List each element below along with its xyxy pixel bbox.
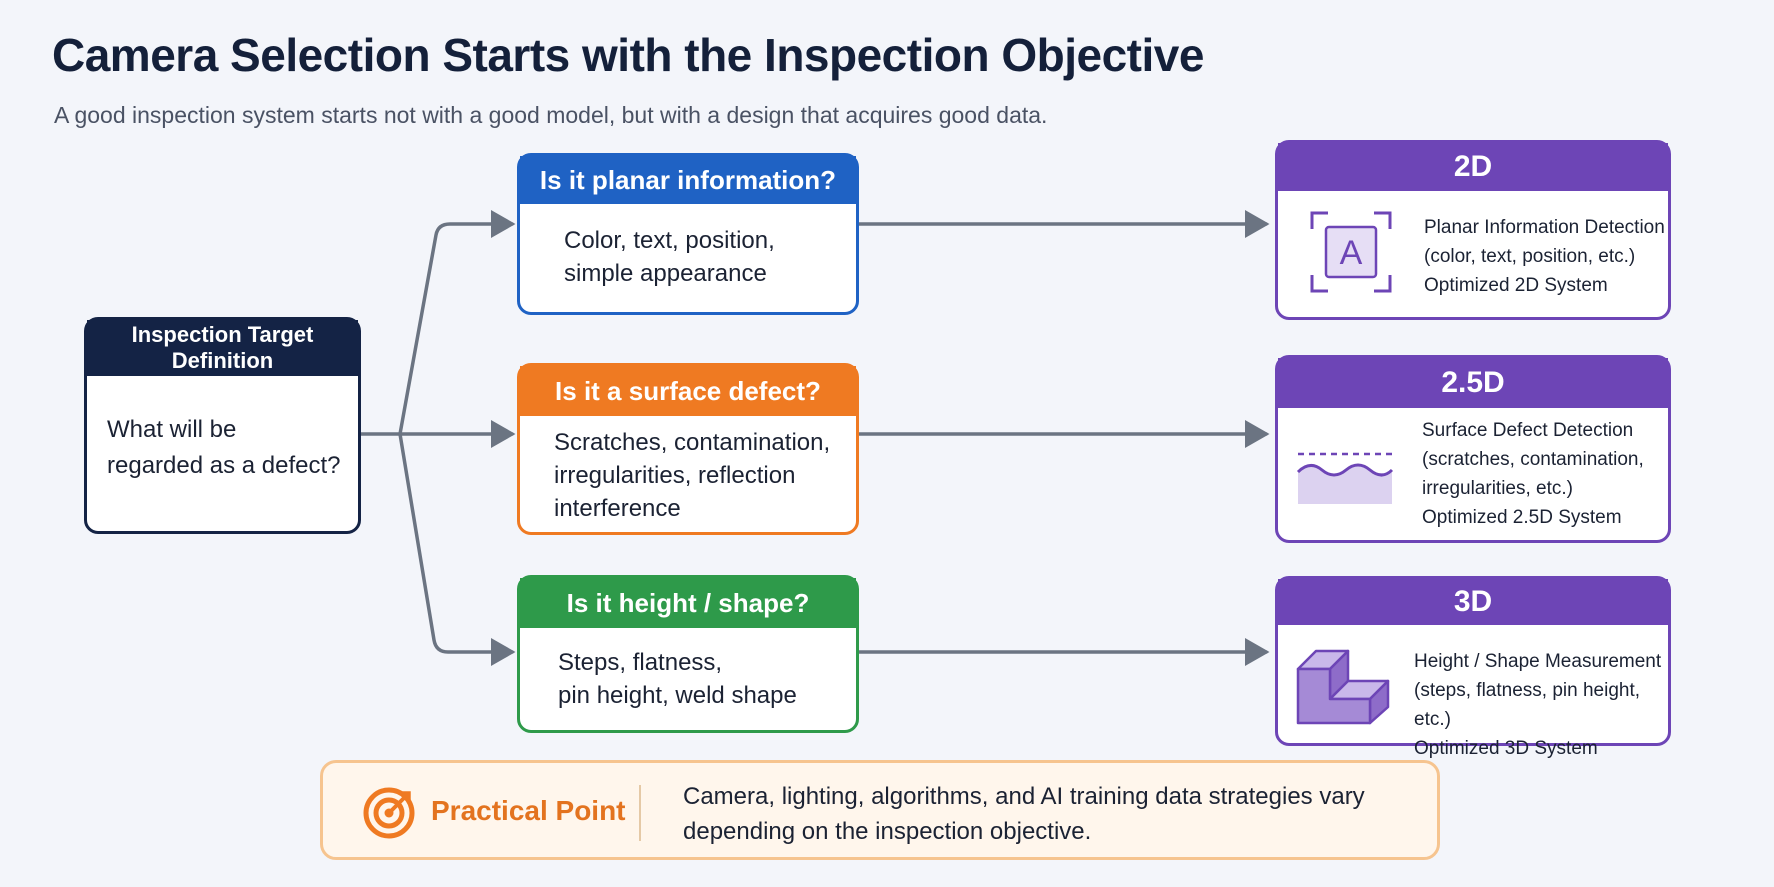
result-25d-line: Optimized 2.5D System [1422,507,1622,528]
practical-point-line-1: Camera, lighting, algorithms, and AI tra… [683,783,1365,810]
question-planar-line: Color, text, position, [564,227,775,254]
question-height-line: Steps, flatness, [558,649,723,676]
practical-point-divider [639,785,641,841]
question-surface-box: Is it a surface defect? Scratches, conta… [517,363,859,535]
result-25d-line: irregularities, etc.) [1422,478,1573,499]
result-3d-title: 3D [1278,579,1668,625]
result-3d-description: Height / Shape Measurement (steps, flatn… [1414,647,1668,763]
result-3d-line: Height / Shape Measurement [1414,651,1662,672]
result-2d-box: 2D A Planar Information Detection (color… [1275,140,1671,320]
question-planar-box: Is it planar information? Color, text, p… [517,153,859,315]
question-height-line: pin height, weld shape [558,682,797,709]
result-25d-description: Surface Defect Detection (scratches, con… [1422,416,1644,532]
inspection-target-title: Inspection Target Definition [87,320,358,376]
question-surface-body: Scratches, contamination, irregularities… [520,416,856,525]
connector-to-height [398,432,516,666]
question-planar-line: simple appearance [564,260,767,287]
target-icon [363,787,415,839]
question-surface-line: irregularities, reflection [554,462,796,489]
connector-to-planar [398,210,516,436]
page-subtitle: A good inspection system starts not with… [54,102,1048,128]
result-25d-box: 2.5D Surface Defect Detection (scratches… [1275,355,1671,543]
result-25d-line: Surface Defect Detection [1422,420,1634,441]
inspection-target-question: What will be regarded as a defect? [87,376,358,484]
page-title: Camera Selection Starts with the Inspect… [52,29,1204,81]
question-planar-title: Is it planar information? [520,156,856,204]
question-planar-body: Color, text, position, simple appearance [520,204,856,290]
question-height-box: Is it height / shape? Steps, flatness, p… [517,575,859,733]
practical-point-line-2: depending on the inspection objective. [683,818,1092,845]
question-surface-title: Is it a surface defect? [520,366,856,416]
result-2d-line: (color, text, position, etc.) [1424,246,1636,267]
practical-point-label: Practical Point [431,795,626,826]
question-height-title: Is it height / shape? [520,578,856,628]
result-25d-title: 2.5D [1278,358,1668,408]
question-height-body: Steps, flatness, pin height, weld shape [520,628,856,712]
letter-a-frame-icon: A [1310,211,1392,293]
result-3d-line: (steps, flatness, pin height, etc.) [1414,680,1641,730]
3d-step-block-icon [1296,649,1390,725]
surface-wave-icon [1296,452,1394,504]
result-3d-box: 3D Height / Shape Measurement (steps, fl… [1275,576,1671,759]
icon-letter: A [1340,234,1363,272]
question-surface-line: Scratches, contamination, [554,429,831,456]
result-3d-line: Optimized 3D System [1414,738,1598,759]
inspection-target-box: Inspection Target Definition What will b… [84,317,361,534]
question-surface-line: interference [554,495,681,522]
target-line-1: What will be [107,416,237,443]
practical-point-description: Camera, lighting, algorithms, and AI tra… [683,779,1365,849]
result-2d-title: 2D [1278,143,1668,191]
practical-point-banner: Practical Point Camera, lighting, algori… [320,760,1440,860]
result-25d-line: (scratches, contamination, [1422,449,1644,470]
result-2d-line: Optimized 2D System [1424,275,1608,296]
result-2d-description: Planar Information Detection (color, tex… [1424,213,1665,300]
result-2d-line: Planar Information Detection [1424,217,1665,238]
target-line-2: regarded as a defect? [107,452,341,479]
